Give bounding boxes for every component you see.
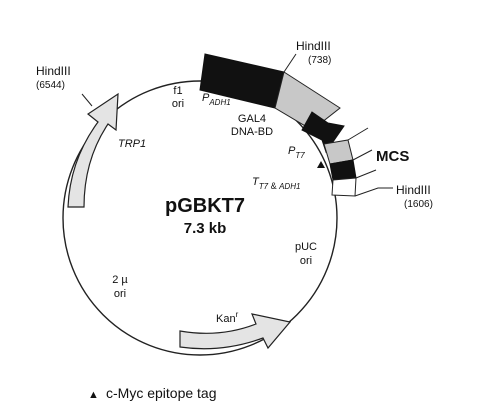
mcs-label: MCS bbox=[376, 148, 409, 165]
kan-arrow bbox=[179, 313, 292, 350]
mcs-line-mid bbox=[352, 149, 373, 161]
puc-ori-label: ori bbox=[300, 255, 312, 267]
legend-symbol: ▲ bbox=[88, 389, 99, 401]
hindiii-6544-line bbox=[81, 93, 93, 107]
f1-ori-label: ori bbox=[172, 98, 184, 110]
p-t7-label: PT7 bbox=[288, 145, 305, 160]
kan-sup: r bbox=[236, 310, 239, 319]
kan-label: Kanr bbox=[216, 310, 239, 325]
gal4-label: GAL4 bbox=[238, 113, 266, 125]
two-micron-label: 2 µ bbox=[112, 274, 128, 286]
plasmid-backbone bbox=[62, 80, 338, 356]
trp1-arrow bbox=[67, 92, 119, 208]
hindiii-738-position: (738) bbox=[308, 55, 331, 66]
p-adh1-label: PADH1 bbox=[202, 92, 231, 107]
terminator-t7-sub: T7 bbox=[259, 182, 269, 191]
p-t7-main: P bbox=[288, 145, 296, 157]
plasmid-name: pGBKT7 bbox=[165, 195, 245, 217]
mcs-line-bottom bbox=[355, 169, 377, 179]
hindiii-6544-label: HindIII bbox=[36, 64, 71, 78]
hindiii-1606-line bbox=[354, 187, 393, 197]
legend-label: c-Myc epitope tag bbox=[106, 385, 217, 401]
puc-label: pUC bbox=[295, 241, 317, 253]
p-adh1-sub: ADH1 bbox=[208, 98, 230, 107]
terminator-main: T bbox=[252, 176, 260, 188]
mcs-line-top bbox=[347, 127, 369, 141]
dna-bd-label: DNA-BD bbox=[231, 126, 273, 138]
p-adh1-main: P bbox=[202, 92, 210, 104]
plasmid-size: 7.3 kb bbox=[184, 220, 227, 237]
hindiii-1606-position: (1606) bbox=[404, 199, 433, 210]
c-myc-tag-marker bbox=[317, 161, 325, 168]
mcs-black-block bbox=[329, 159, 357, 181]
hindiii-738-label: HindIII bbox=[296, 39, 331, 53]
terminators-label: TT7 & ADH1 bbox=[252, 176, 300, 191]
mcs-white-block bbox=[331, 177, 357, 197]
f1-label: f1 bbox=[173, 85, 182, 97]
kan-main: Kan bbox=[216, 313, 236, 325]
hindiii-1606-label: HindIII bbox=[396, 183, 431, 197]
p-t7-sub: T7 bbox=[295, 151, 305, 160]
hindiii-6544-position: (6544) bbox=[36, 80, 65, 91]
trp1-label: TRP1 bbox=[118, 138, 146, 150]
hindiii-738-line bbox=[283, 53, 297, 73]
terminator-adh1-sub: ADH1 bbox=[278, 182, 300, 191]
two-micron-ori-label: ori bbox=[114, 288, 126, 300]
terminator-amp: & bbox=[268, 181, 279, 191]
